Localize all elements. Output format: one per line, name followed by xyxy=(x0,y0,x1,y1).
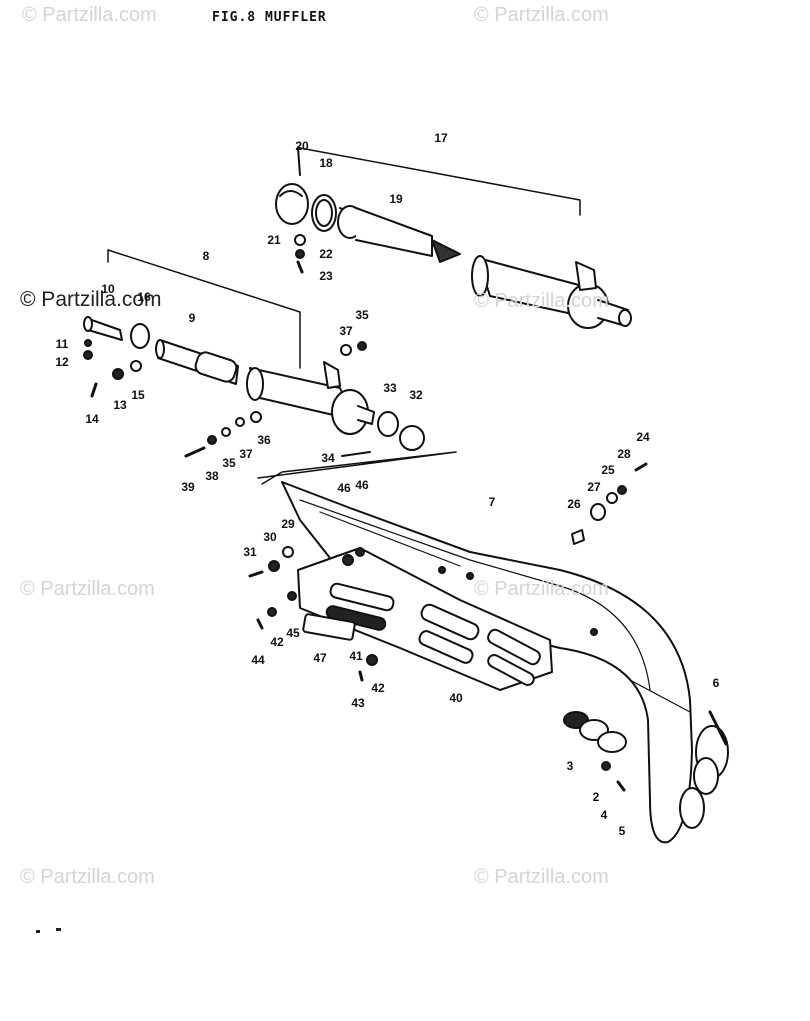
callout-10: 10 xyxy=(101,282,115,296)
callout-15: 15 xyxy=(131,388,145,402)
callout-28: 28 xyxy=(617,447,631,461)
callout-35b: 35 xyxy=(222,456,236,470)
callout-18: 18 xyxy=(319,156,333,170)
callout-24: 24 xyxy=(636,430,650,444)
callout-44: 44 xyxy=(251,653,265,667)
figure-title: FIG.8 MUFFLER xyxy=(212,10,327,25)
callout-9: 9 xyxy=(188,311,196,325)
callout-19: 19 xyxy=(389,192,403,206)
callout-40: 40 xyxy=(449,691,463,705)
watermark: © Partzilla.com xyxy=(474,578,609,600)
leader-lines xyxy=(257,451,457,485)
stray-mark xyxy=(56,928,61,931)
callout-27: 27 xyxy=(587,480,601,494)
watermark: © Partzilla.com xyxy=(474,866,609,888)
watermark: © Partzilla.com xyxy=(20,578,155,600)
callout-23: 23 xyxy=(319,269,333,283)
callout-37: 37 xyxy=(339,324,353,338)
callout-36: 36 xyxy=(257,433,271,447)
callout-25: 25 xyxy=(601,463,615,477)
callout-39: 39 xyxy=(181,480,195,494)
callout-16: 16 xyxy=(137,290,151,304)
callout-34: 34 xyxy=(321,451,335,465)
callout-46b: 46 xyxy=(355,478,369,492)
callout-42b: 42 xyxy=(371,681,385,695)
callout-35: 35 xyxy=(355,308,369,322)
callout-26: 26 xyxy=(567,497,581,511)
callout-37b: 37 xyxy=(239,447,253,461)
hardware xyxy=(248,462,648,792)
heat-shield xyxy=(297,547,553,691)
watermark: © Partzilla.com xyxy=(20,866,155,888)
callout-12: 12 xyxy=(55,355,69,369)
callout-2: 2 xyxy=(592,790,600,804)
callout-11: 11 xyxy=(55,337,69,351)
callout-38: 38 xyxy=(205,469,219,483)
callout-17: 17 xyxy=(434,131,448,145)
callout-31: 31 xyxy=(243,545,257,559)
watermark: © Partzilla.com xyxy=(474,4,609,26)
callout-41: 41 xyxy=(349,649,363,663)
callout-21: 21 xyxy=(267,233,281,247)
callout-5: 5 xyxy=(618,824,626,838)
callout-8: 8 xyxy=(202,249,210,263)
callout-14: 14 xyxy=(85,412,99,426)
callout-29: 29 xyxy=(281,517,295,531)
silencer-assembly-upper xyxy=(275,147,632,329)
callout-33: 33 xyxy=(383,381,397,395)
watermark: © Partzilla.com xyxy=(20,288,162,311)
callout-46: 46 xyxy=(337,481,351,495)
callout-42: 42 xyxy=(270,635,284,649)
callout-3: 3 xyxy=(566,759,574,773)
callout-20: 20 xyxy=(295,139,309,153)
callout-4: 4 xyxy=(600,808,608,822)
callout-30: 30 xyxy=(263,530,277,544)
callout-45: 45 xyxy=(286,626,300,640)
callout-13: 13 xyxy=(113,398,127,412)
callout-7: 7 xyxy=(488,495,496,509)
callout-43: 43 xyxy=(351,696,365,710)
silencer-assembly-middle xyxy=(83,249,425,458)
callout-22: 22 xyxy=(319,247,333,261)
stray-mark xyxy=(36,930,40,933)
callout-47: 47 xyxy=(313,651,327,665)
watermark: © Partzilla.com xyxy=(474,290,609,312)
callout-32: 32 xyxy=(409,388,423,402)
callout-6: 6 xyxy=(712,676,720,690)
watermark: © Partzilla.com xyxy=(22,4,157,26)
